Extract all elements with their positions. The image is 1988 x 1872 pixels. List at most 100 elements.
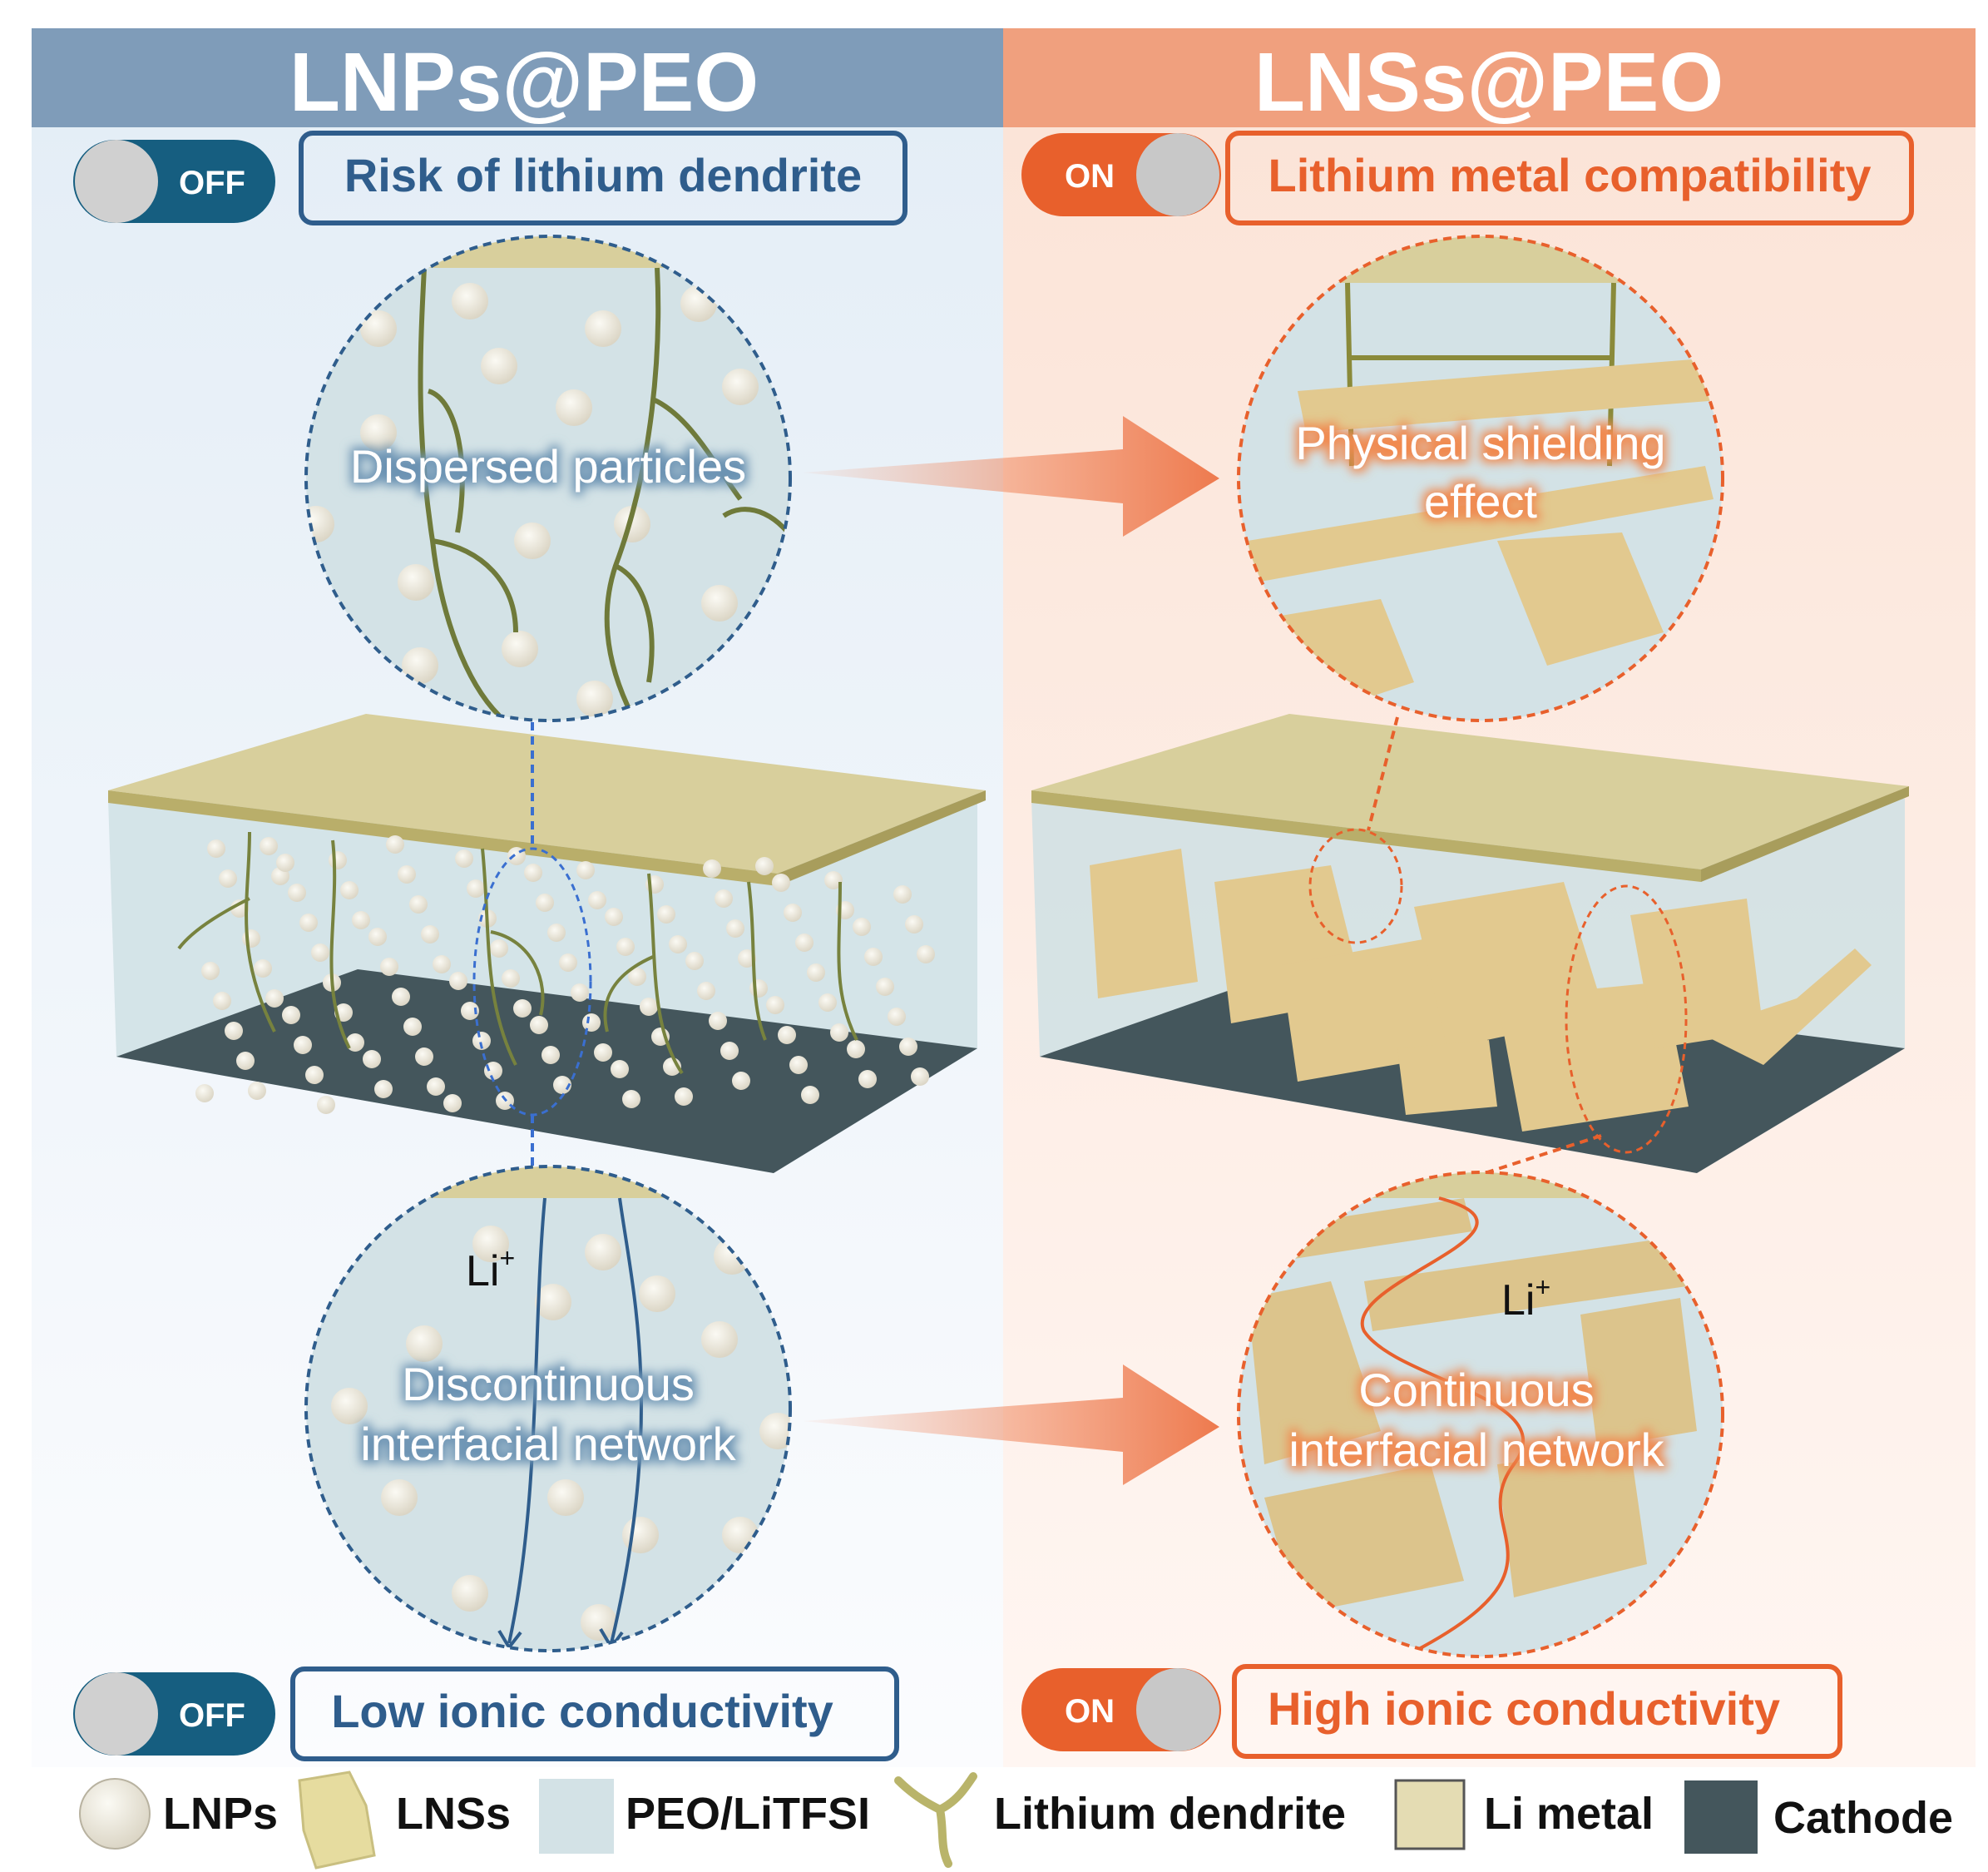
right-header bbox=[1003, 28, 1976, 127]
legend-lnps: LNPs bbox=[163, 1789, 278, 1839]
lnp-particle bbox=[236, 1052, 255, 1070]
right-bottom-toggle[interactable]: ON bbox=[1021, 1668, 1221, 1751]
right-bottom-zoom-circle bbox=[1237, 1171, 1724, 1658]
lnp-particle bbox=[535, 1284, 571, 1320]
right-top-label-box bbox=[1225, 131, 1914, 225]
lnp-particle bbox=[911, 1067, 929, 1086]
lnps-legend-icon bbox=[79, 1778, 151, 1850]
lnss-sheets bbox=[1248, 358, 1723, 716]
right-bottom-circle-label-1: Continuous bbox=[1358, 1364, 1594, 1416]
right-bottom-label: High ionic conductivity bbox=[1268, 1682, 1780, 1735]
lnp-particle bbox=[392, 988, 410, 1006]
lnp-particle bbox=[807, 963, 825, 982]
lnp-particle bbox=[433, 955, 451, 973]
lnp-particle bbox=[490, 939, 508, 958]
lnp-particle bbox=[722, 369, 759, 405]
lnp-particle bbox=[738, 949, 756, 968]
svg-text:ON: ON bbox=[1065, 158, 1115, 195]
lnp-particle bbox=[536, 894, 554, 912]
lnp-particle bbox=[452, 1575, 488, 1612]
lnp-particle bbox=[406, 1325, 443, 1362]
lnp-particle bbox=[421, 925, 439, 943]
lnp-particle bbox=[360, 310, 397, 347]
lnp-particle bbox=[409, 895, 428, 914]
lnp-particle bbox=[588, 891, 606, 909]
top-arrow-icon bbox=[803, 416, 1219, 537]
legend-dendrite: Lithium dendrite bbox=[994, 1789, 1346, 1839]
lnp-particle bbox=[701, 585, 738, 622]
legend-cathode: Cathode bbox=[1773, 1793, 1953, 1843]
lnp-particle bbox=[749, 979, 768, 998]
left-bottom-circle-label-2: interfacial network bbox=[360, 1418, 736, 1470]
lnp-particle bbox=[207, 839, 225, 858]
lnp-particle bbox=[242, 929, 260, 948]
lnp-particle bbox=[427, 1077, 445, 1096]
lnp-particle bbox=[582, 1013, 601, 1032]
lnp-particle bbox=[905, 915, 923, 934]
lnp-particle bbox=[524, 864, 542, 882]
right-top-toggle[interactable]: ON bbox=[1021, 133, 1221, 216]
lnp-particle bbox=[876, 978, 894, 996]
lnp-particle bbox=[368, 928, 387, 946]
lnp-particle bbox=[461, 1002, 479, 1020]
lnp-particle bbox=[254, 959, 272, 978]
lnp-particle bbox=[801, 1086, 819, 1104]
lnp-particle bbox=[502, 631, 538, 667]
lnp-particle bbox=[611, 1060, 629, 1078]
right-bottom-label-box bbox=[1232, 1664, 1842, 1759]
lnp-particle bbox=[398, 564, 434, 601]
svg-text:ON: ON bbox=[1065, 1693, 1115, 1730]
left-bottom-label-box bbox=[290, 1666, 899, 1761]
lnp-particle bbox=[402, 647, 438, 684]
lnp-particle bbox=[888, 1008, 906, 1026]
lnp-particle bbox=[720, 1042, 739, 1060]
lnp-particle bbox=[899, 1038, 917, 1056]
lnp-particle bbox=[449, 972, 467, 990]
lnp-particle bbox=[818, 993, 837, 1012]
lnp-particle bbox=[585, 1234, 621, 1270]
bottom-arrow-icon bbox=[803, 1364, 1219, 1485]
lnp-particle bbox=[547, 924, 566, 942]
lnp-particle bbox=[305, 1066, 324, 1084]
lnp-particle bbox=[853, 918, 871, 936]
lnp-particle bbox=[709, 1012, 727, 1030]
left-bottom-toggle[interactable]: OFF bbox=[73, 1672, 275, 1756]
lnp-particle bbox=[346, 1033, 364, 1052]
legend-lnss: LNSs bbox=[396, 1789, 511, 1839]
lnp-particle bbox=[331, 1388, 368, 1424]
lnp-particle bbox=[772, 874, 790, 892]
lnp-particle bbox=[230, 899, 249, 918]
lnp-particle bbox=[795, 934, 813, 952]
lnp-particle bbox=[547, 1479, 584, 1516]
cathode-legend-icon bbox=[1684, 1780, 1758, 1854]
right-top-connector bbox=[1367, 716, 1399, 831]
left-header bbox=[32, 28, 1003, 127]
lnp-particle bbox=[755, 857, 774, 875]
lnp-particle bbox=[824, 871, 843, 889]
lnp-particle bbox=[299, 914, 318, 932]
lnp-particle bbox=[864, 948, 883, 966]
lnp-particle bbox=[571, 983, 589, 1002]
lnp-particle bbox=[703, 859, 721, 878]
lnp-particle bbox=[195, 1084, 214, 1102]
right-battery-cell bbox=[1031, 714, 1909, 1173]
lnp-particle bbox=[472, 1032, 491, 1050]
lnp-particle bbox=[585, 310, 621, 347]
lnp-particle bbox=[472, 1226, 509, 1262]
right-top-zoom-circle bbox=[1237, 235, 1724, 722]
lnp-particle bbox=[294, 1036, 312, 1054]
cathode-layer bbox=[116, 969, 977, 1173]
right-li-ion-label: Li+ bbox=[1501, 1272, 1550, 1325]
lnss-legend-icon bbox=[298, 1770, 376, 1870]
lnp-particle bbox=[726, 919, 744, 938]
lnp-particle bbox=[340, 881, 359, 899]
lnp-particle bbox=[669, 935, 687, 953]
right-bottom-circle-label-2: interfacial network bbox=[1288, 1424, 1664, 1476]
lnp-particle bbox=[248, 1082, 266, 1100]
left-top-toggle[interactable]: OFF bbox=[73, 140, 275, 223]
lnp-particle bbox=[639, 1275, 675, 1312]
lnp-particle bbox=[415, 1047, 433, 1066]
lnp-particle bbox=[452, 283, 488, 319]
lnp-particle bbox=[685, 952, 704, 970]
